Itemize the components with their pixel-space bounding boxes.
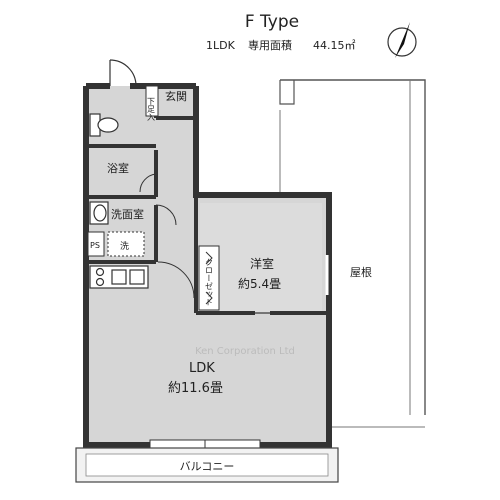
area-value: 44.15㎡ xyxy=(313,39,356,52)
plan-type-title: F Type xyxy=(245,12,299,32)
entry-door xyxy=(109,59,137,87)
watermark-text: Ken Corporation Ltd xyxy=(195,346,295,357)
ldk-label: LDK xyxy=(189,361,215,376)
toilet-icon xyxy=(89,113,119,137)
outer-walls xyxy=(83,83,332,448)
wash-basin-icon xyxy=(89,201,109,225)
closet-label: クローゼット xyxy=(205,258,214,306)
shoe-box xyxy=(145,85,159,117)
bath-door xyxy=(139,173,157,193)
entrance-label: 玄関 xyxy=(165,89,187,103)
western-room-size: 約5.4畳 xyxy=(238,276,281,291)
bath-label: 浴室 xyxy=(107,161,129,175)
shoe-box-label: 下足入 xyxy=(147,97,156,121)
balcony xyxy=(75,447,339,483)
kitchen-counter xyxy=(89,265,149,289)
ps-label: PS xyxy=(90,241,100,250)
area-label: 専用面積 xyxy=(248,38,292,52)
ldk-size: 約11.6畳 xyxy=(168,381,223,396)
closet-door-marks xyxy=(205,251,213,305)
washer-label: 洗 xyxy=(120,240,129,252)
balcony-sliding-doors xyxy=(149,439,261,449)
washroom-label: 洗面室 xyxy=(111,207,144,221)
roof-label: 屋根 xyxy=(350,265,372,279)
layout-label: 1LDK xyxy=(206,39,236,52)
western-room-label: 洋室 xyxy=(250,256,274,271)
pipe-space xyxy=(87,231,105,257)
closet xyxy=(198,245,220,311)
ldk-door xyxy=(157,261,195,299)
balcony-label: バルコニー xyxy=(180,460,235,473)
washroom-door xyxy=(155,204,177,226)
north-compass-icon xyxy=(387,22,417,58)
washer-space xyxy=(107,231,145,257)
